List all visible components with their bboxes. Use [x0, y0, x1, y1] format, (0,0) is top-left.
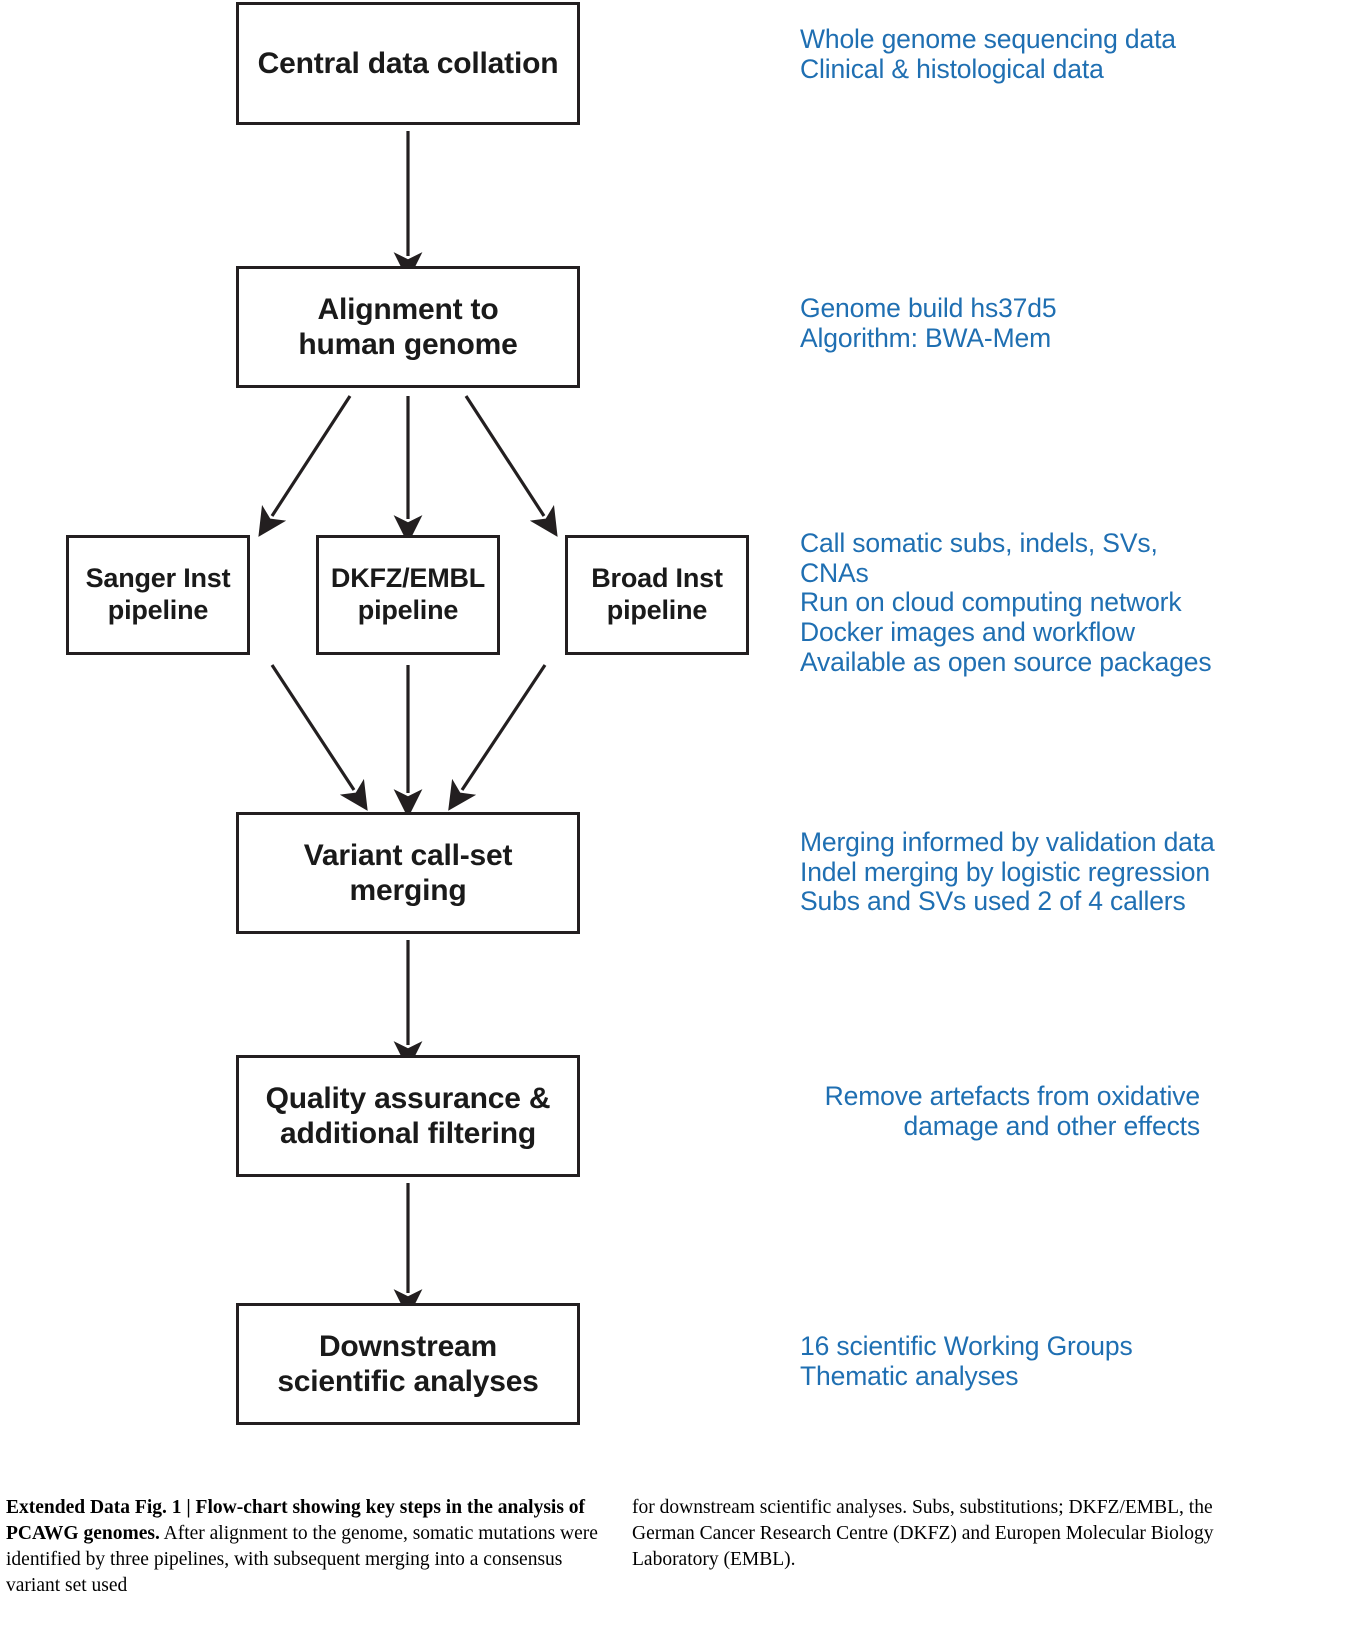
node-downstream-scientific-analyses-label: Downstream scientific analyses: [277, 1329, 539, 1398]
figure-caption-label: Extended Data Fig. 1 | Flow-chart showin…: [6, 1497, 586, 1544]
arrow-broad-to-merging: [448, 664, 547, 811]
arrow-alignment-to-sanger: [258, 395, 352, 537]
node-sanger-inst-pipeline-label: Sanger Inst pipeline: [85, 563, 231, 625]
node-sanger-inst-pipeline[interactable]: Sanger Inst pipeline: [66, 535, 250, 655]
annotation-alignment: Genome build hs37d5 Algorithm: BWA-Mem: [800, 293, 1057, 353]
arrow-sanger-to-merging: [270, 664, 368, 811]
flowchart-arrows: [258, 131, 558, 1318]
node-dkfz-embl-pipeline[interactable]: DKFZ/EMBL pipeline: [316, 535, 500, 655]
figure-caption: Extended Data Fig. 1 | Flow-chart showin…: [6, 1495, 1246, 1599]
node-alignment-to-human-genome[interactable]: Alignment to human genome: [236, 266, 580, 388]
figure-caption-column-right: for downstream scientific analyses. Subs…: [632, 1495, 1244, 1599]
annotation-variant-call-set-merging: Merging informed by validation data Inde…: [800, 827, 1215, 917]
node-variant-call-set-merging-label: Variant call-set merging: [303, 838, 513, 907]
node-downstream-scientific-analyses[interactable]: Downstream scientific analyses: [236, 1303, 580, 1425]
figure-caption-column-left: Extended Data Fig. 1 | Flow-chart showin…: [6, 1495, 610, 1599]
annotation-central-data-collation: Whole genome sequencing data Clinical & …: [800, 24, 1176, 84]
figure-caption-body-left: After alignment to the genome, somatic m…: [6, 1522, 598, 1596]
node-variant-call-set-merging[interactable]: Variant call-set merging: [236, 812, 580, 934]
figure-caption-body-right: for downstream scientific analyses. Subs…: [632, 1497, 1214, 1570]
annotation-quality-assurance: Remove artefacts from oxidative damage a…: [824, 1081, 1200, 1141]
node-broad-inst-pipeline[interactable]: Broad Inst pipeline: [565, 535, 749, 655]
annotation-pipelines: Call somatic subs, indels, SVs, CNAs Run…: [800, 528, 1212, 677]
node-quality-assurance[interactable]: Quality assurance & additional filtering: [236, 1055, 580, 1177]
annotation-downstream-analyses: 16 scientific Working Groups Thematic an…: [800, 1331, 1133, 1391]
node-alignment-to-human-genome-label: Alignment to human genome: [298, 292, 518, 361]
node-dkfz-embl-pipeline-label: DKFZ/EMBL pipeline: [330, 563, 486, 625]
node-broad-inst-pipeline-label: Broad Inst pipeline: [591, 563, 723, 625]
arrow-alignment-to-broad: [464, 395, 558, 537]
node-central-data-collation[interactable]: Central data collation: [236, 2, 580, 125]
node-central-data-collation-label: Central data collation: [257, 46, 559, 80]
node-quality-assurance-label: Quality assurance & additional filtering: [265, 1081, 551, 1150]
